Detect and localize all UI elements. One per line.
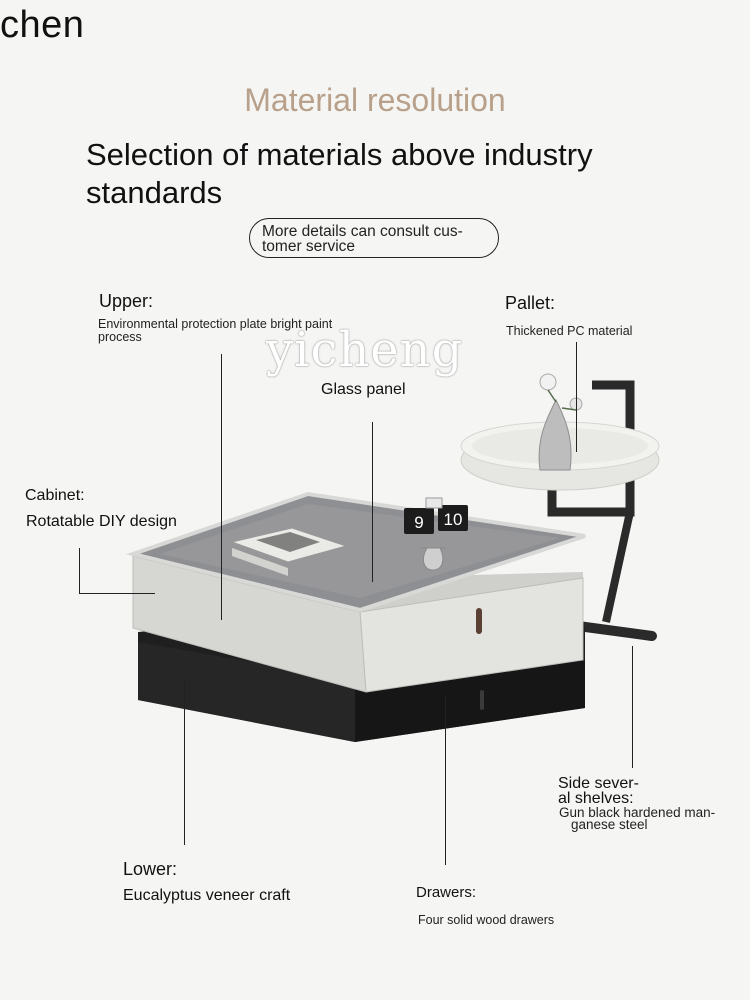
pallet-desc: Thickened PC material	[506, 324, 633, 338]
book-cover-art	[256, 532, 320, 552]
side-shelf-strut	[602, 511, 634, 623]
pill-line-2: tomer service	[262, 238, 356, 255]
book-stack-spine	[232, 548, 288, 576]
cabinet-desc: Rotatable DIY design	[26, 513, 177, 530]
headline: Selection of materials above industry st…	[86, 137, 593, 210]
vase	[538, 398, 572, 471]
lower-desc: Eucalyptus veneer craft	[123, 887, 291, 904]
upper-desc: Environmental protection plate bright pa…	[98, 318, 332, 344]
upper-drawer-handle	[476, 608, 482, 634]
flower-stem	[547, 389, 577, 411]
clock-ornament	[420, 547, 446, 571]
side-shelf-base-bar	[573, 621, 657, 641]
flip-clock-right	[438, 505, 468, 531]
upper-leader-line	[221, 354, 222, 620]
lower-drawer-handle	[480, 690, 484, 710]
lower-cabinet-side	[138, 642, 355, 742]
drawers-leader-line	[445, 697, 446, 865]
upper-desc-line-1: Environmental protection plate bright pa…	[98, 317, 333, 331]
brand-corner: chen	[0, 4, 85, 46]
glass-leader-line	[372, 422, 373, 582]
side-shelves-leader-line	[632, 646, 633, 768]
consult-pill: More details can consult cus- tomer serv…	[249, 218, 499, 258]
side-shelves-title: Side sever- al shelves:	[558, 775, 639, 807]
cabinet-leader-line-h	[79, 593, 155, 594]
upper-title: Upper:	[99, 291, 154, 311]
flip-clock-left	[404, 508, 434, 534]
cabinet-title: Cabinet:	[25, 487, 85, 504]
side-shelves-desc-line-1: Gun black hardened man-	[559, 805, 716, 820]
flip-clock-digit-2: 10	[444, 510, 463, 529]
side-shelves-desc: Gun black hardened man- ganese steel	[559, 805, 716, 832]
side-shelves-desc-line-2: ganese steel	[571, 817, 648, 832]
section-kicker: Material resolution	[244, 82, 506, 118]
pallet-title: Pallet:	[505, 293, 556, 313]
drawers-desc: Four solid wood drawers	[418, 913, 555, 927]
lower-leader-line	[184, 680, 185, 845]
flip-clock-top	[425, 497, 443, 509]
cabinet-leader-line	[79, 548, 80, 593]
pill-line-1: More details can consult cus-	[262, 223, 463, 240]
flip-clock-digit-1: 9	[414, 513, 423, 532]
glass-panel-title: Glass panel	[321, 381, 406, 398]
drawers-title: Drawers:	[416, 884, 477, 901]
watermark: yicheng	[266, 322, 464, 378]
upper-desc-line-2: process	[98, 330, 142, 344]
flower	[539, 373, 557, 391]
lower-title: Lower:	[123, 859, 178, 879]
side-shelves-title-line-1: Side sever-	[558, 775, 639, 792]
pallet-leader-line	[576, 342, 577, 452]
side-shelves-title-line-2: al shelves:	[558, 790, 634, 807]
